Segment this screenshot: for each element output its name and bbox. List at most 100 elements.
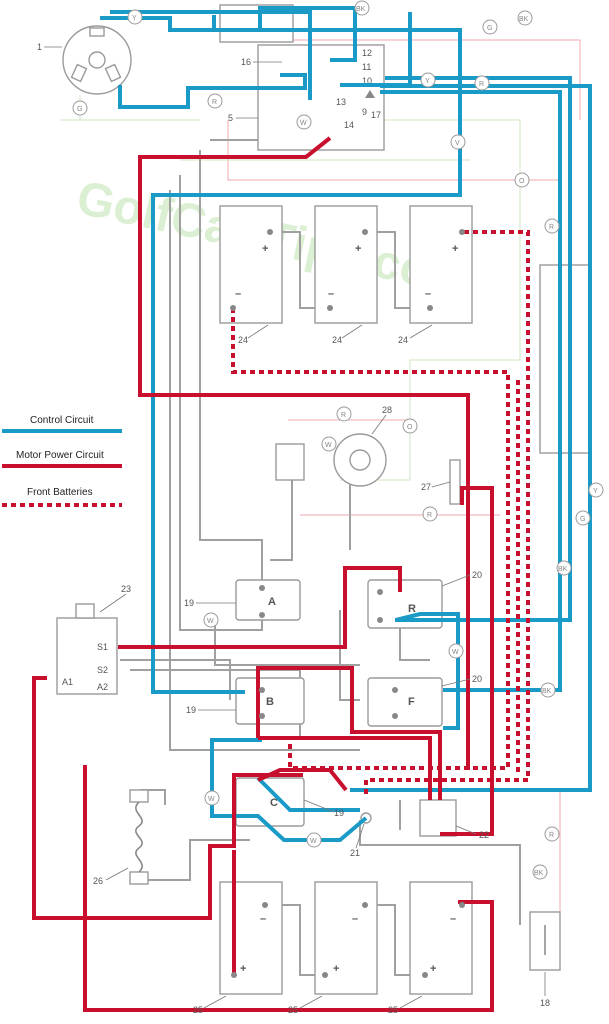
- component-27: [449, 459, 461, 505]
- svg-text:–: –: [425, 288, 431, 300]
- svg-text:R: R: [549, 224, 554, 231]
- solenoid-f-label: F: [408, 696, 415, 708]
- svg-text:11: 11: [362, 62, 371, 72]
- svg-text:13: 13: [336, 97, 346, 107]
- svg-text:12: 12: [362, 48, 372, 58]
- svg-text:21: 21: [350, 848, 360, 858]
- svg-text:19: 19: [334, 808, 344, 818]
- svg-text:O: O: [407, 424, 413, 431]
- svg-text:28: 28: [382, 405, 392, 415]
- svg-text:24: 24: [398, 335, 408, 345]
- solenoid-f: [367, 677, 443, 727]
- control-circuit: [100, 6, 592, 842]
- svg-text:25: 25: [288, 1005, 298, 1015]
- svg-text:–: –: [260, 913, 266, 925]
- svg-text:–: –: [328, 288, 334, 300]
- wire-tags: Y BK G BK R G W Y R V O R R W O R Y G W …: [72, 0, 604, 880]
- svg-text:W: W: [208, 796, 215, 803]
- component-22: [419, 799, 457, 837]
- solenoid-r-label: R: [408, 603, 416, 615]
- svg-text:R: R: [212, 99, 217, 106]
- battery-25-left: [219, 881, 283, 995]
- svg-text:17: 17: [371, 110, 381, 120]
- svg-text:–: –: [352, 913, 358, 925]
- motor-power-circuit: [32, 136, 494, 1012]
- svg-text:Y: Y: [132, 15, 137, 22]
- solenoid-b: [235, 677, 305, 725]
- svg-text:A1: A1: [62, 677, 73, 687]
- side-panel: [539, 264, 591, 454]
- svg-text:26: 26: [93, 876, 103, 886]
- solenoid-c-label: C: [270, 797, 278, 809]
- svg-text:5: 5: [228, 113, 233, 123]
- svg-text:W: W: [310, 838, 317, 845]
- svg-text:27: 27: [421, 482, 431, 492]
- svg-text:Y: Y: [593, 488, 598, 495]
- svg-text:+: +: [240, 963, 246, 975]
- controller-23: [56, 617, 118, 695]
- svg-text:G: G: [77, 106, 82, 113]
- svg-text:R: R: [341, 412, 346, 419]
- svg-text:S2: S2: [97, 665, 108, 675]
- svg-text:20: 20: [472, 570, 482, 580]
- battery-24-left: [219, 205, 283, 324]
- switch-contacts: 12 11 10 9 13 14: [336, 48, 375, 130]
- battery-24-right: [409, 205, 473, 324]
- svg-text:G: G: [580, 516, 585, 523]
- legend-control-label: Control Circuit: [30, 415, 94, 426]
- svg-text:24: 24: [332, 335, 342, 345]
- svg-text:19: 19: [184, 598, 194, 608]
- forward-reverse-switch-5: [257, 44, 385, 151]
- callouts: 1 5 16 17 24 24 24 28 27 23 19 20 20 19 …: [37, 42, 550, 1015]
- solenoid-a: [235, 579, 301, 621]
- svg-text:W: W: [452, 649, 459, 656]
- svg-text:10: 10: [362, 76, 372, 86]
- battery-25-right: [409, 881, 473, 995]
- svg-text:+: +: [452, 243, 458, 255]
- battery-24-middle: [314, 205, 378, 324]
- svg-text:19: 19: [186, 705, 196, 715]
- diode-icon: [365, 90, 375, 98]
- legend-front-label: Front Batteries: [27, 487, 93, 498]
- svg-text:R: R: [479, 81, 484, 88]
- svg-text:W: W: [300, 120, 307, 127]
- svg-text:R: R: [427, 512, 432, 519]
- svg-text:1: 1: [37, 42, 42, 52]
- terminal-dots: [230, 229, 465, 978]
- svg-text:9: 9: [362, 107, 367, 117]
- svg-text:BK: BK: [558, 566, 568, 573]
- svg-text:A2: A2: [97, 682, 108, 692]
- front-battery-circuit: [231, 230, 530, 795]
- svg-text:+: +: [262, 243, 268, 255]
- svg-text:18: 18: [540, 998, 550, 1008]
- motor-field-26: [129, 789, 149, 803]
- legend-motor-label: Motor Power Circuit: [16, 450, 104, 461]
- svg-text:+: +: [355, 243, 361, 255]
- svg-text:–: –: [450, 913, 456, 925]
- svg-text:25: 25: [193, 1005, 203, 1015]
- svg-text:BK: BK: [356, 6, 366, 13]
- svg-text:22: 22: [479, 830, 489, 840]
- svg-text:BK: BK: [534, 870, 544, 877]
- svg-text:25: 25: [388, 1005, 398, 1015]
- svg-text:+: +: [333, 963, 339, 975]
- svg-text:BK: BK: [519, 16, 529, 23]
- svg-text:Y: Y: [425, 78, 430, 85]
- key-switch-1: [62, 25, 132, 95]
- svg-text:W: W: [207, 618, 214, 625]
- svg-text:14: 14: [344, 120, 354, 130]
- coil-icon: [135, 801, 143, 873]
- svg-text:16: 16: [241, 57, 251, 67]
- svg-text:S1: S1: [97, 642, 108, 652]
- svg-text:G: G: [487, 25, 492, 32]
- svg-text:O: O: [519, 178, 525, 185]
- legend: Control Circuit Motor Power Circuit Fron…: [2, 415, 122, 507]
- svg-text:24: 24: [238, 335, 248, 345]
- svg-text:R: R: [549, 832, 554, 839]
- svg-text:23: 23: [121, 584, 131, 594]
- svg-text:–: –: [235, 288, 241, 300]
- resistor: [275, 443, 305, 481]
- solenoid-b-label: B: [266, 696, 274, 708]
- svg-text:+: +: [430, 963, 436, 975]
